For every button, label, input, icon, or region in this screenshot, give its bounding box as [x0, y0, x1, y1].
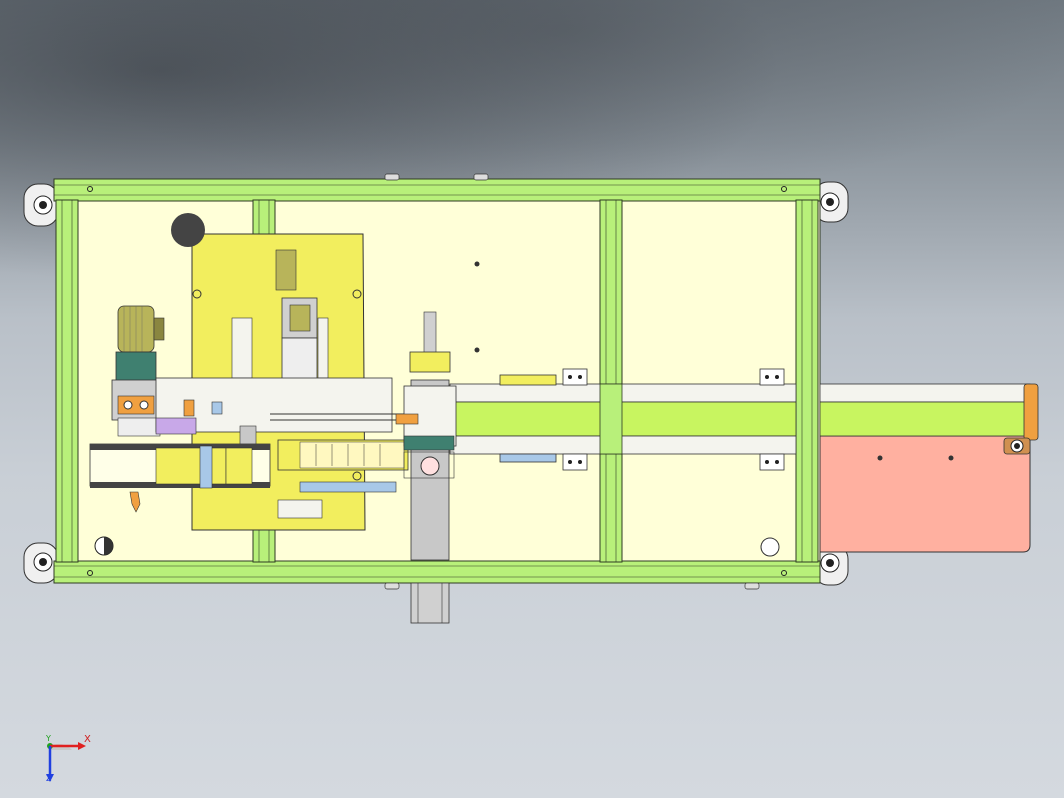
corner-foot-bottom-right: [813, 544, 849, 586]
corner-foot-top-left: [23, 183, 59, 227]
axis-z-label: Z: [46, 774, 52, 783]
cylinder-assembly: [395, 311, 457, 479]
middle-rail-2: [599, 199, 623, 563]
axes-triad-icon: [46, 742, 86, 782]
half-disc-marker: [94, 536, 114, 556]
axis-y-label: Y: [46, 734, 51, 743]
bottom-rail: [53, 560, 821, 584]
gear-motor: [111, 305, 165, 437]
top-rail: [53, 178, 821, 202]
main-conveyor-belt: [449, 368, 797, 471]
sensor-disc: [171, 213, 205, 247]
left-rail: [55, 199, 79, 563]
axis-x-label: X: [84, 734, 91, 745]
feed-assembly: [89, 377, 420, 519]
right-rail: [795, 199, 819, 563]
stepper-motor: [231, 249, 329, 383]
corner-foot-bottom-left: [23, 542, 59, 584]
round-marker-right: [760, 537, 780, 557]
axes-triad: X Y Z: [40, 730, 100, 790]
outfeed-extension: [819, 383, 1039, 553]
